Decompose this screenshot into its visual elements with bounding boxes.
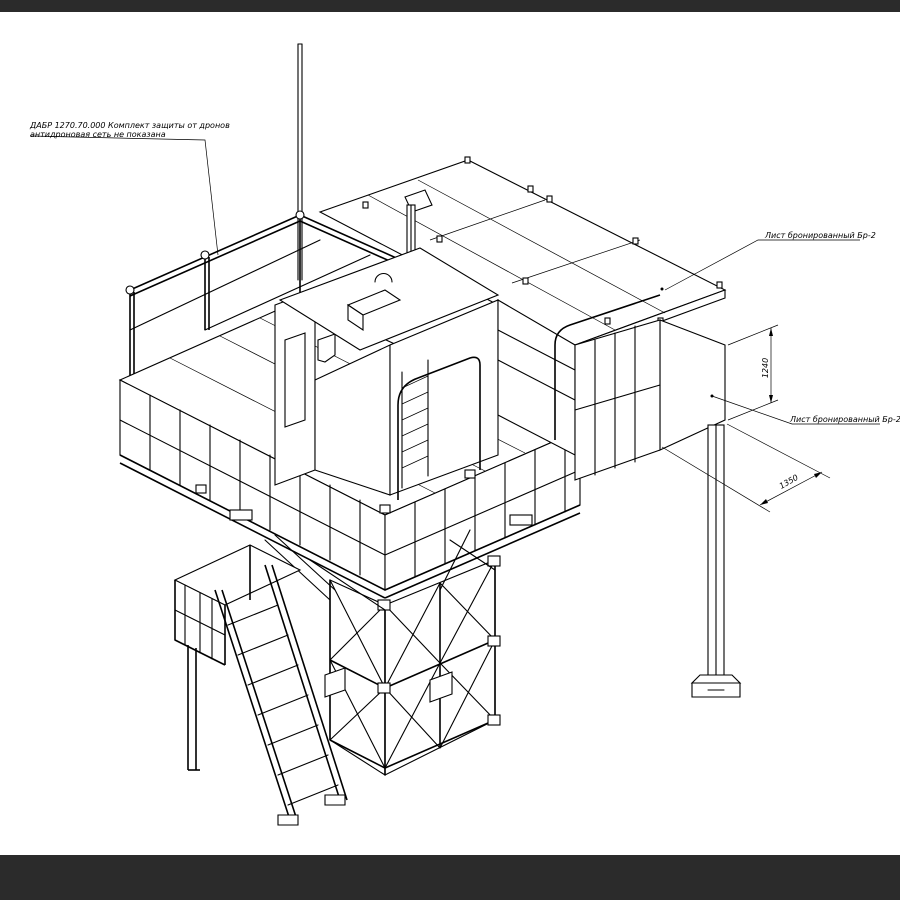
cabin-main (278, 247, 500, 500)
note-protection-kit-line2: антидроновая сеть не показана (30, 130, 166, 139)
stairs (214, 564, 348, 826)
note-armored-sheet-side: Лист бронированный Бр-2 (789, 415, 900, 424)
bottom-border (0, 855, 900, 900)
leader-lines (29, 135, 880, 425)
stair-landing (173, 544, 302, 771)
dimension-width-label: 1350 (778, 473, 800, 491)
dimension-height-label: 1240 (761, 358, 770, 378)
tower-isometric-drawing: ДАБР 1270.70.000 Комплект защиты от дрон… (29, 43, 900, 826)
antenna-mast (297, 43, 303, 281)
under-deck-struts (264, 529, 496, 611)
dimension-width (661, 423, 831, 513)
truss-tower (324, 555, 501, 777)
note-armored-sheet-roof: Лист бронированный Бр-2 (764, 231, 876, 240)
note-protection-kit-line1: ДАБР 1270.70.000 Комплект защиты от дрон… (29, 121, 230, 130)
right-support-column (690, 424, 742, 698)
top-border (0, 0, 900, 12)
right-deck (497, 294, 726, 481)
dimension-height (727, 324, 779, 421)
drawing-canvas: ДАБР 1270.70.000 Комплект защиты от дрон… (0, 12, 900, 855)
